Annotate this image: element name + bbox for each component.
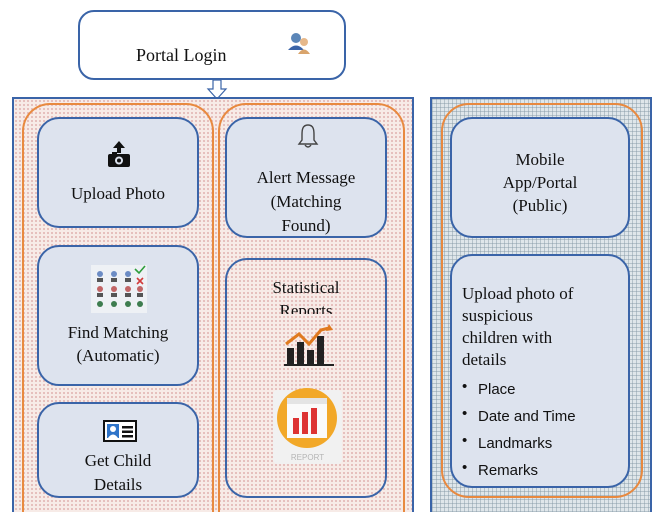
report-badge-text: REPORT [291,453,324,462]
alert-message-line1: Alert Message [256,168,356,187]
left-column [22,103,214,512]
alert-message-line3: Found) [281,216,331,235]
id-card-icon [103,420,137,442]
camera-upload-icon [108,141,130,167]
upload-info-line1: Upload photo of [462,284,574,303]
mobile-app-line2: App/Portal [502,173,578,192]
detail-bullet-list: Place Date and Time Landmarks Remarks [462,373,576,484]
face-grid-icon [91,265,147,313]
get-child-details-line2: Details [93,475,143,494]
bar-chart-icon [284,324,334,366]
bullet-date-time: Date and Time [462,400,576,430]
upload-photo-card[interactable]: Upload Photo [37,117,199,228]
mobile-app-line1: Mobile [515,150,565,169]
find-matching-card[interactable]: Find Matching (Automatic) [37,245,199,386]
upload-info-text: Upload photo of suspicious children with… [462,283,573,371]
statistical-reports-card[interactable]: Statistical Reports REPORT [225,258,387,498]
alert-message-line2: (Matching [270,192,342,211]
report-badge-icon: REPORT [273,388,342,464]
right-column [218,103,405,512]
bell-icon [297,124,319,148]
mobile-app-line3: (Public) [512,196,568,215]
bullet-landmarks: Landmarks [462,427,576,457]
public-column [441,103,643,498]
bullet-place: Place [462,373,576,403]
statistical-reports-line2: Reports [279,301,333,314]
upload-photo-label: Upload Photo [71,184,165,203]
mobile-app-card[interactable]: Mobile App/Portal (Public) [450,117,630,238]
upload-info-line4: details [462,350,507,369]
get-child-details-line1: Get Child [84,451,152,470]
bullet-remarks: Remarks [462,454,576,484]
get-child-details-card[interactable]: Get Child Details [37,402,199,498]
statistical-reports-line1: Statistical [272,278,340,297]
find-matching-line2: (Automatic) [76,346,160,365]
portal-login-label: Portal Login [136,45,227,65]
upload-info-line2: suspicious [462,306,533,325]
upload-info-line3: children with [462,328,553,347]
upload-info-card[interactable]: Upload photo of suspicious children with… [450,254,630,488]
alert-message-card[interactable]: Alert Message (Matching Found) [225,117,387,238]
user-icon [288,33,310,54]
portal-login-box[interactable]: Portal Login [78,10,346,80]
find-matching-line1: Find Matching [67,323,169,342]
down-arrow-icon [206,80,228,100]
